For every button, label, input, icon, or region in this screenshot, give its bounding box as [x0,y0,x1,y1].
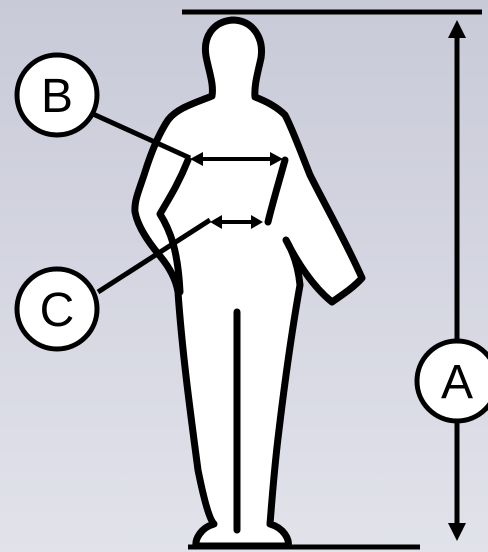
label-b: B [41,70,73,123]
label-b-callout: B [17,55,97,135]
label-a: A [441,356,473,409]
label-c-callout: C [17,269,97,349]
label-a-callout: A [417,341,488,421]
label-c: C [40,284,75,337]
